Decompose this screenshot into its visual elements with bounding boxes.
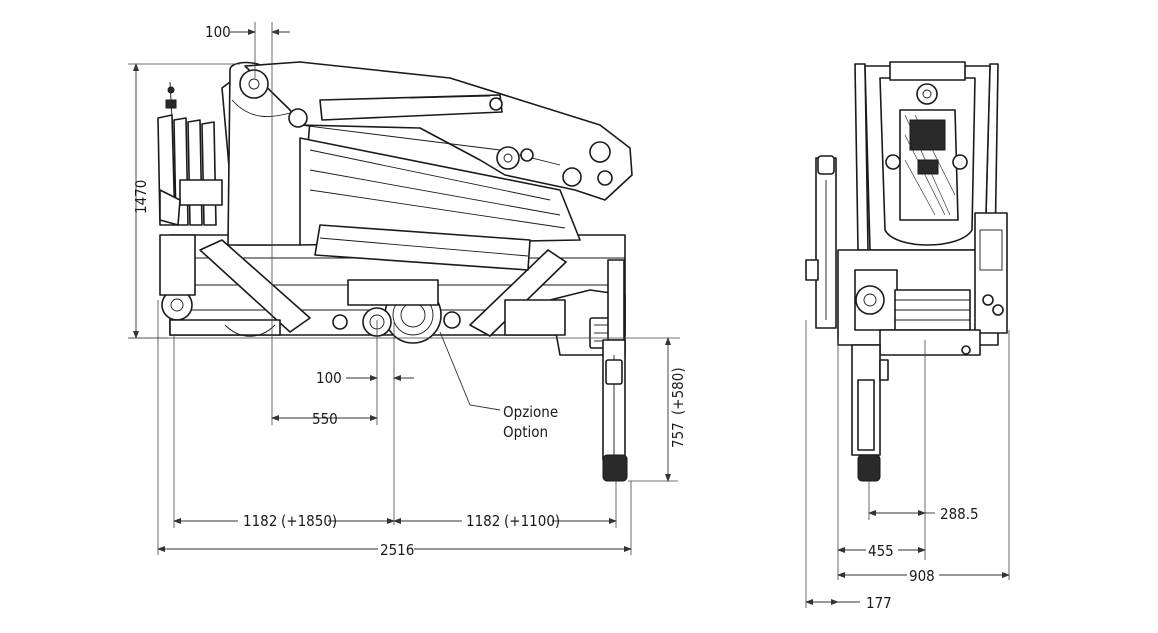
- dim-1470: 1470: [132, 180, 150, 214]
- dim-1182-left-extra: (+1850): [281, 512, 337, 530]
- dim-288-5: 288.5: [940, 505, 979, 523]
- front-pin: [916, 83, 938, 105]
- main-boom: [244, 61, 633, 201]
- dim-100-top: 100: [205, 23, 231, 41]
- stabilizer-foot: [602, 454, 628, 482]
- dim-1182-right: 1182: [466, 512, 500, 530]
- dim-908: 908: [909, 567, 935, 585]
- second-boom: [299, 137, 581, 246]
- dim-100-mid: 100: [316, 369, 342, 387]
- right-stabilizer-arm: [469, 249, 567, 337]
- dimensions: 100 1470 100 550 Opzione Option 757 (+58…: [128, 22, 1010, 612]
- option-label-en: Option: [503, 423, 548, 441]
- dim-1182-right-extra: (+1100): [504, 512, 560, 530]
- dim-177: 177: [866, 594, 892, 612]
- dim-2516: 2516: [380, 541, 414, 559]
- option-label-it: Opzione: [503, 403, 558, 421]
- dim-757-extra: (+580): [669, 367, 687, 415]
- dim-1182-left: 1182: [243, 512, 277, 530]
- side-view: [157, 61, 633, 482]
- front-view: [805, 61, 1008, 482]
- dim-550: 550: [312, 410, 338, 428]
- pivot-pin: [239, 69, 269, 99]
- dim-757: 757: [669, 422, 687, 448]
- control-levers: [157, 81, 223, 226]
- extension-boom: [314, 224, 531, 271]
- front-stabilizer-foot: [857, 454, 881, 482]
- boom-cylinder: [319, 94, 503, 121]
- left-stabilizer-arm: [199, 239, 311, 333]
- dim-455: 455: [868, 542, 894, 560]
